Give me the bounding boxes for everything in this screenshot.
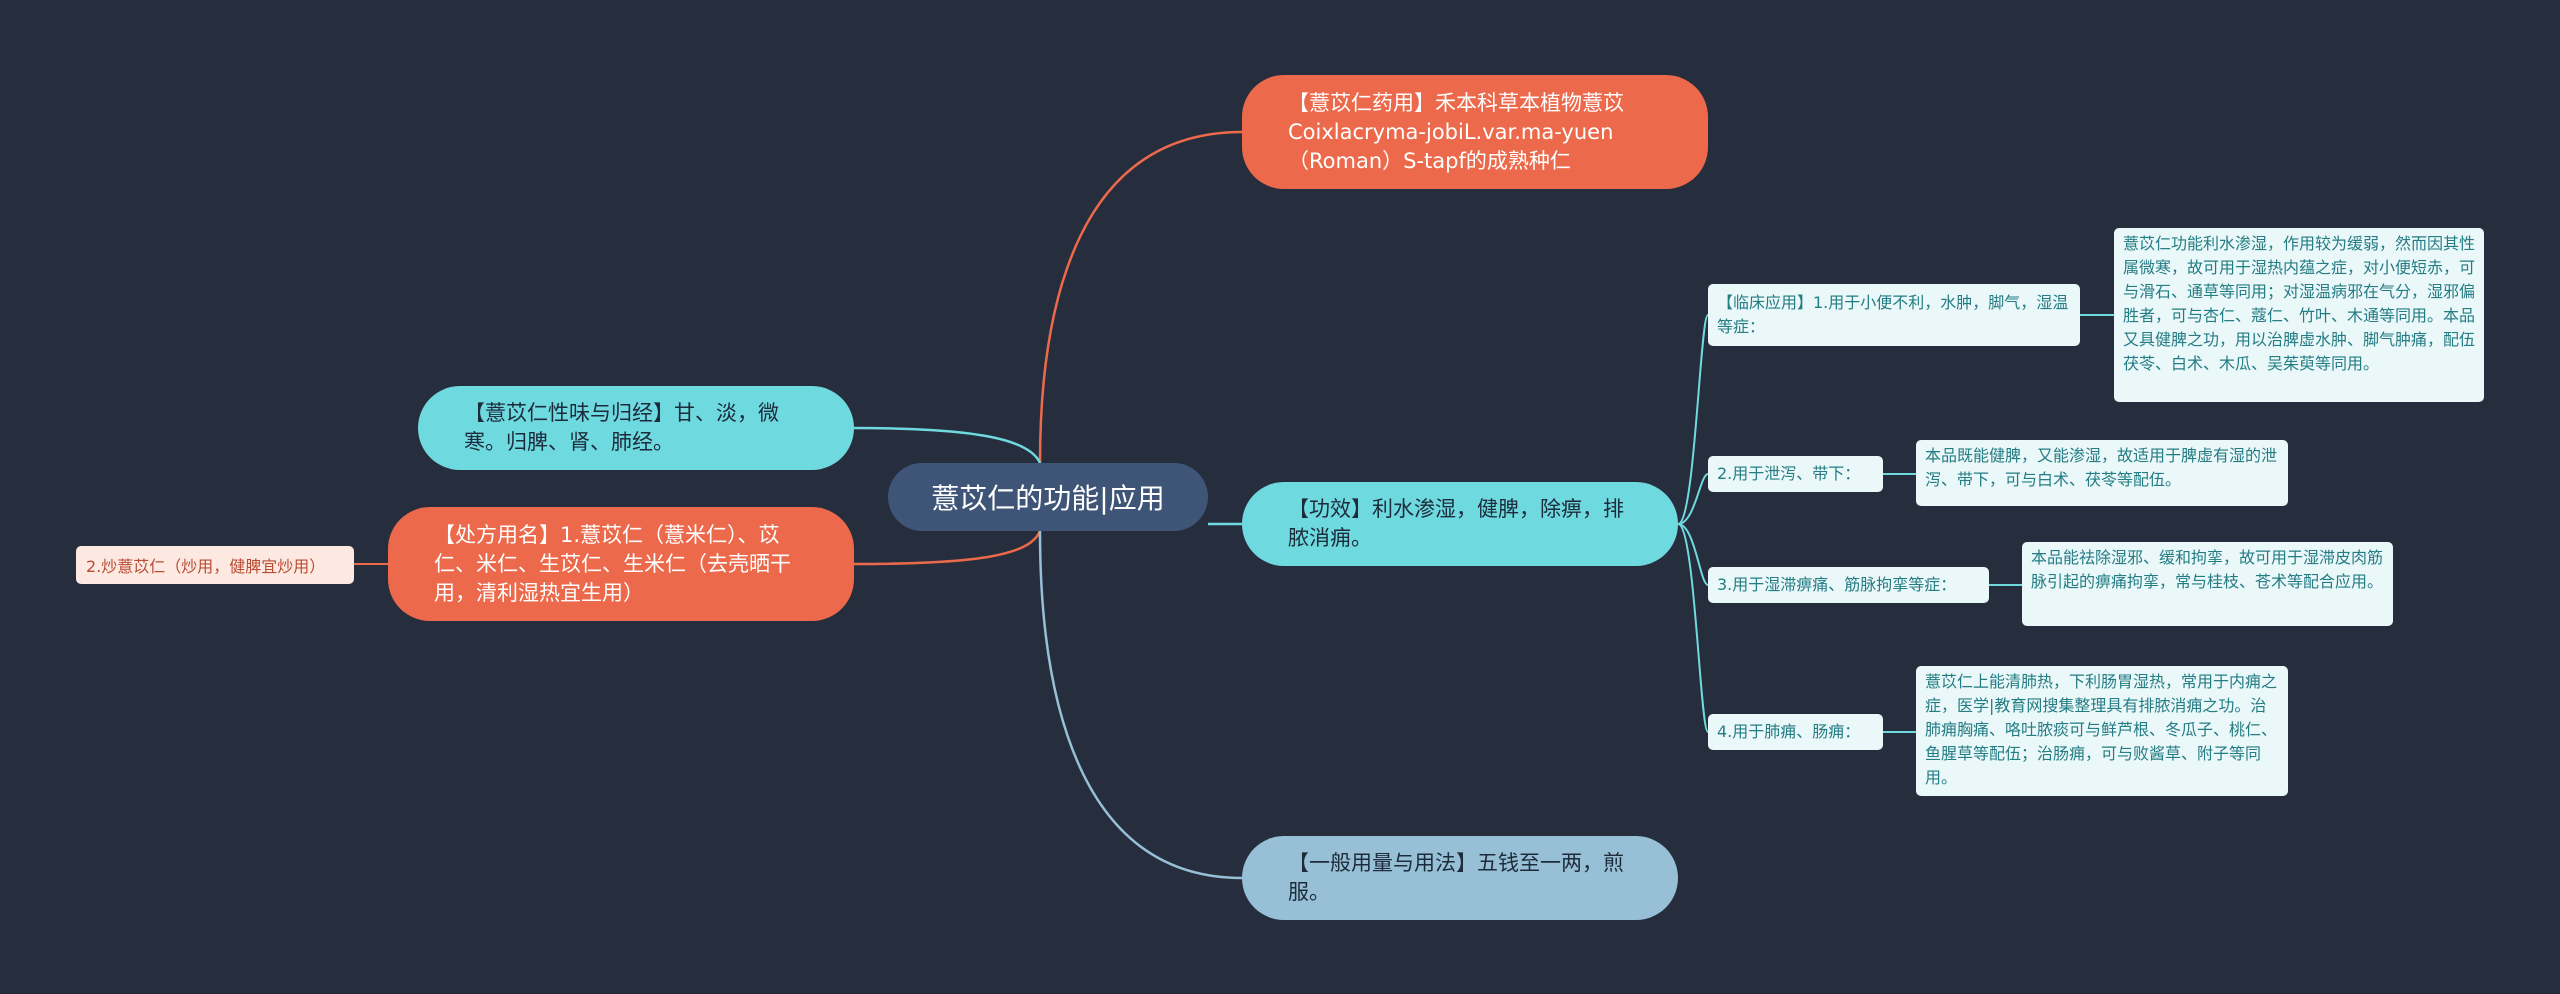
node-taste-label: 【薏苡仁性味与归经】甘、淡，微寒。归脾、肾、肺经。 [464,401,779,454]
detail-use-2[interactable]: 本品既能健脾，又能渗湿，故适用于脾虚有湿的泄泻、带下，可与白术、茯苓等配伍。 [1916,440,2288,506]
detail-clinical-use-1-text: 薏苡仁功能利水渗湿，作用较为缓弱，然而因其性属微寒，故可用于湿热内蕴之症，对小便… [2123,234,2476,373]
node-use-4[interactable]: 4.用于肺痈、肠痈： [1708,714,1883,750]
node-fried-coix-label: 2.炒薏苡仁（炒用，健脾宜炒用） [86,557,326,576]
node-use-3[interactable]: 3.用于湿滞痹痛、筋脉拘挛等症： [1708,567,1989,603]
node-use-2-label: 2.用于泄泻、带下： [1717,464,1861,483]
detail-use-3[interactable]: 本品能祛除湿邪、缓和拘挛，故可用于湿滞皮肉筋脉引起的痹痛拘挛，常与桂枝、苍术等配… [2022,542,2393,626]
node-dosage[interactable]: 【一般用量与用法】五钱至一两，煎服。 [1242,836,1678,920]
node-clinical-use-1-label: 【临床应用】1.用于小便不利，水肿，脚气，湿温等症： [1717,293,2069,336]
node-dosage-label: 【一般用量与用法】五钱至一两，煎服。 [1288,851,1624,904]
node-fried-coix[interactable]: 2.炒薏苡仁（炒用，健脾宜炒用） [76,546,354,584]
node-prescription-label: 【处方用名】1.薏苡仁（薏米仁）、苡仁、米仁、生苡仁、生米仁（去壳晒干用，清利湿… [434,522,791,605]
node-effect[interactable]: 【功效】利水渗湿，健脾，除痹，排脓消痈。 [1242,482,1678,566]
node-use-3-label: 3.用于湿滞痹痛、筋脉拘挛等症： [1717,575,1957,594]
node-use-2[interactable]: 2.用于泄泻、带下： [1708,456,1883,492]
edge-root-dosage [1038,530,1243,880]
edge-root-prescription [853,530,1042,566]
edge-root-taste [853,426,1042,464]
node-effect-label: 【功效】利水渗湿，健脾，除痹，排脓消痈。 [1288,497,1624,550]
edge-effect-clinical [1677,314,1709,525]
edge-effect-3 [1677,523,1709,586]
detail-use-3-text: 本品能祛除湿邪、缓和拘挛，故可用于湿滞皮肉筋脉引起的痹痛拘挛，常与桂枝、苍术等配… [2031,548,2384,591]
node-medicinal[interactable]: 【薏苡仁药用】禾本科草本植物薏苡Coixlacryma-jobiL.var.ma… [1242,75,1708,189]
node-medicinal-label: 【薏苡仁药用】禾本科草本植物薏苡Coixlacryma-jobiL.var.ma… [1288,90,1624,173]
edge-effect-2 [1677,473,1709,525]
detail-use-4[interactable]: 薏苡仁上能清肺热，下利肠胃湿热，常用于内痈之症，医学|教育网搜集整理具有排脓消痈… [1916,666,2288,796]
detail-use-4-text: 薏苡仁上能清肺热，下利肠胃湿热，常用于内痈之症，医学|教育网搜集整理具有排脓消痈… [1925,672,2278,787]
node-clinical-use-1[interactable]: 【临床应用】1.用于小便不利，水肿，脚气，湿温等症： [1708,284,2080,346]
edge-root-medicinal [1038,130,1243,464]
node-use-4-label: 4.用于肺痈、肠痈： [1717,722,1861,741]
node-taste-meridian[interactable]: 【薏苡仁性味与归经】甘、淡，微寒。归脾、肾、肺经。 [418,386,854,470]
node-prescription-names[interactable]: 【处方用名】1.薏苡仁（薏米仁）、苡仁、米仁、生苡仁、生米仁（去壳晒干用，清利湿… [388,507,854,621]
detail-clinical-use-1[interactable]: 薏苡仁功能利水渗湿，作用较为缓弱，然而因其性属微寒，故可用于湿热内蕴之症，对小便… [2114,228,2484,402]
detail-use-2-text: 本品既能健脾，又能渗湿，故适用于脾虚有湿的泄泻、带下，可与白术、茯苓等配伍。 [1925,446,2278,489]
root-node[interactable]: 薏苡仁的功能|应用 [888,463,1208,531]
edge-effect-4 [1677,523,1709,733]
root-label: 薏苡仁的功能|应用 [931,482,1165,515]
